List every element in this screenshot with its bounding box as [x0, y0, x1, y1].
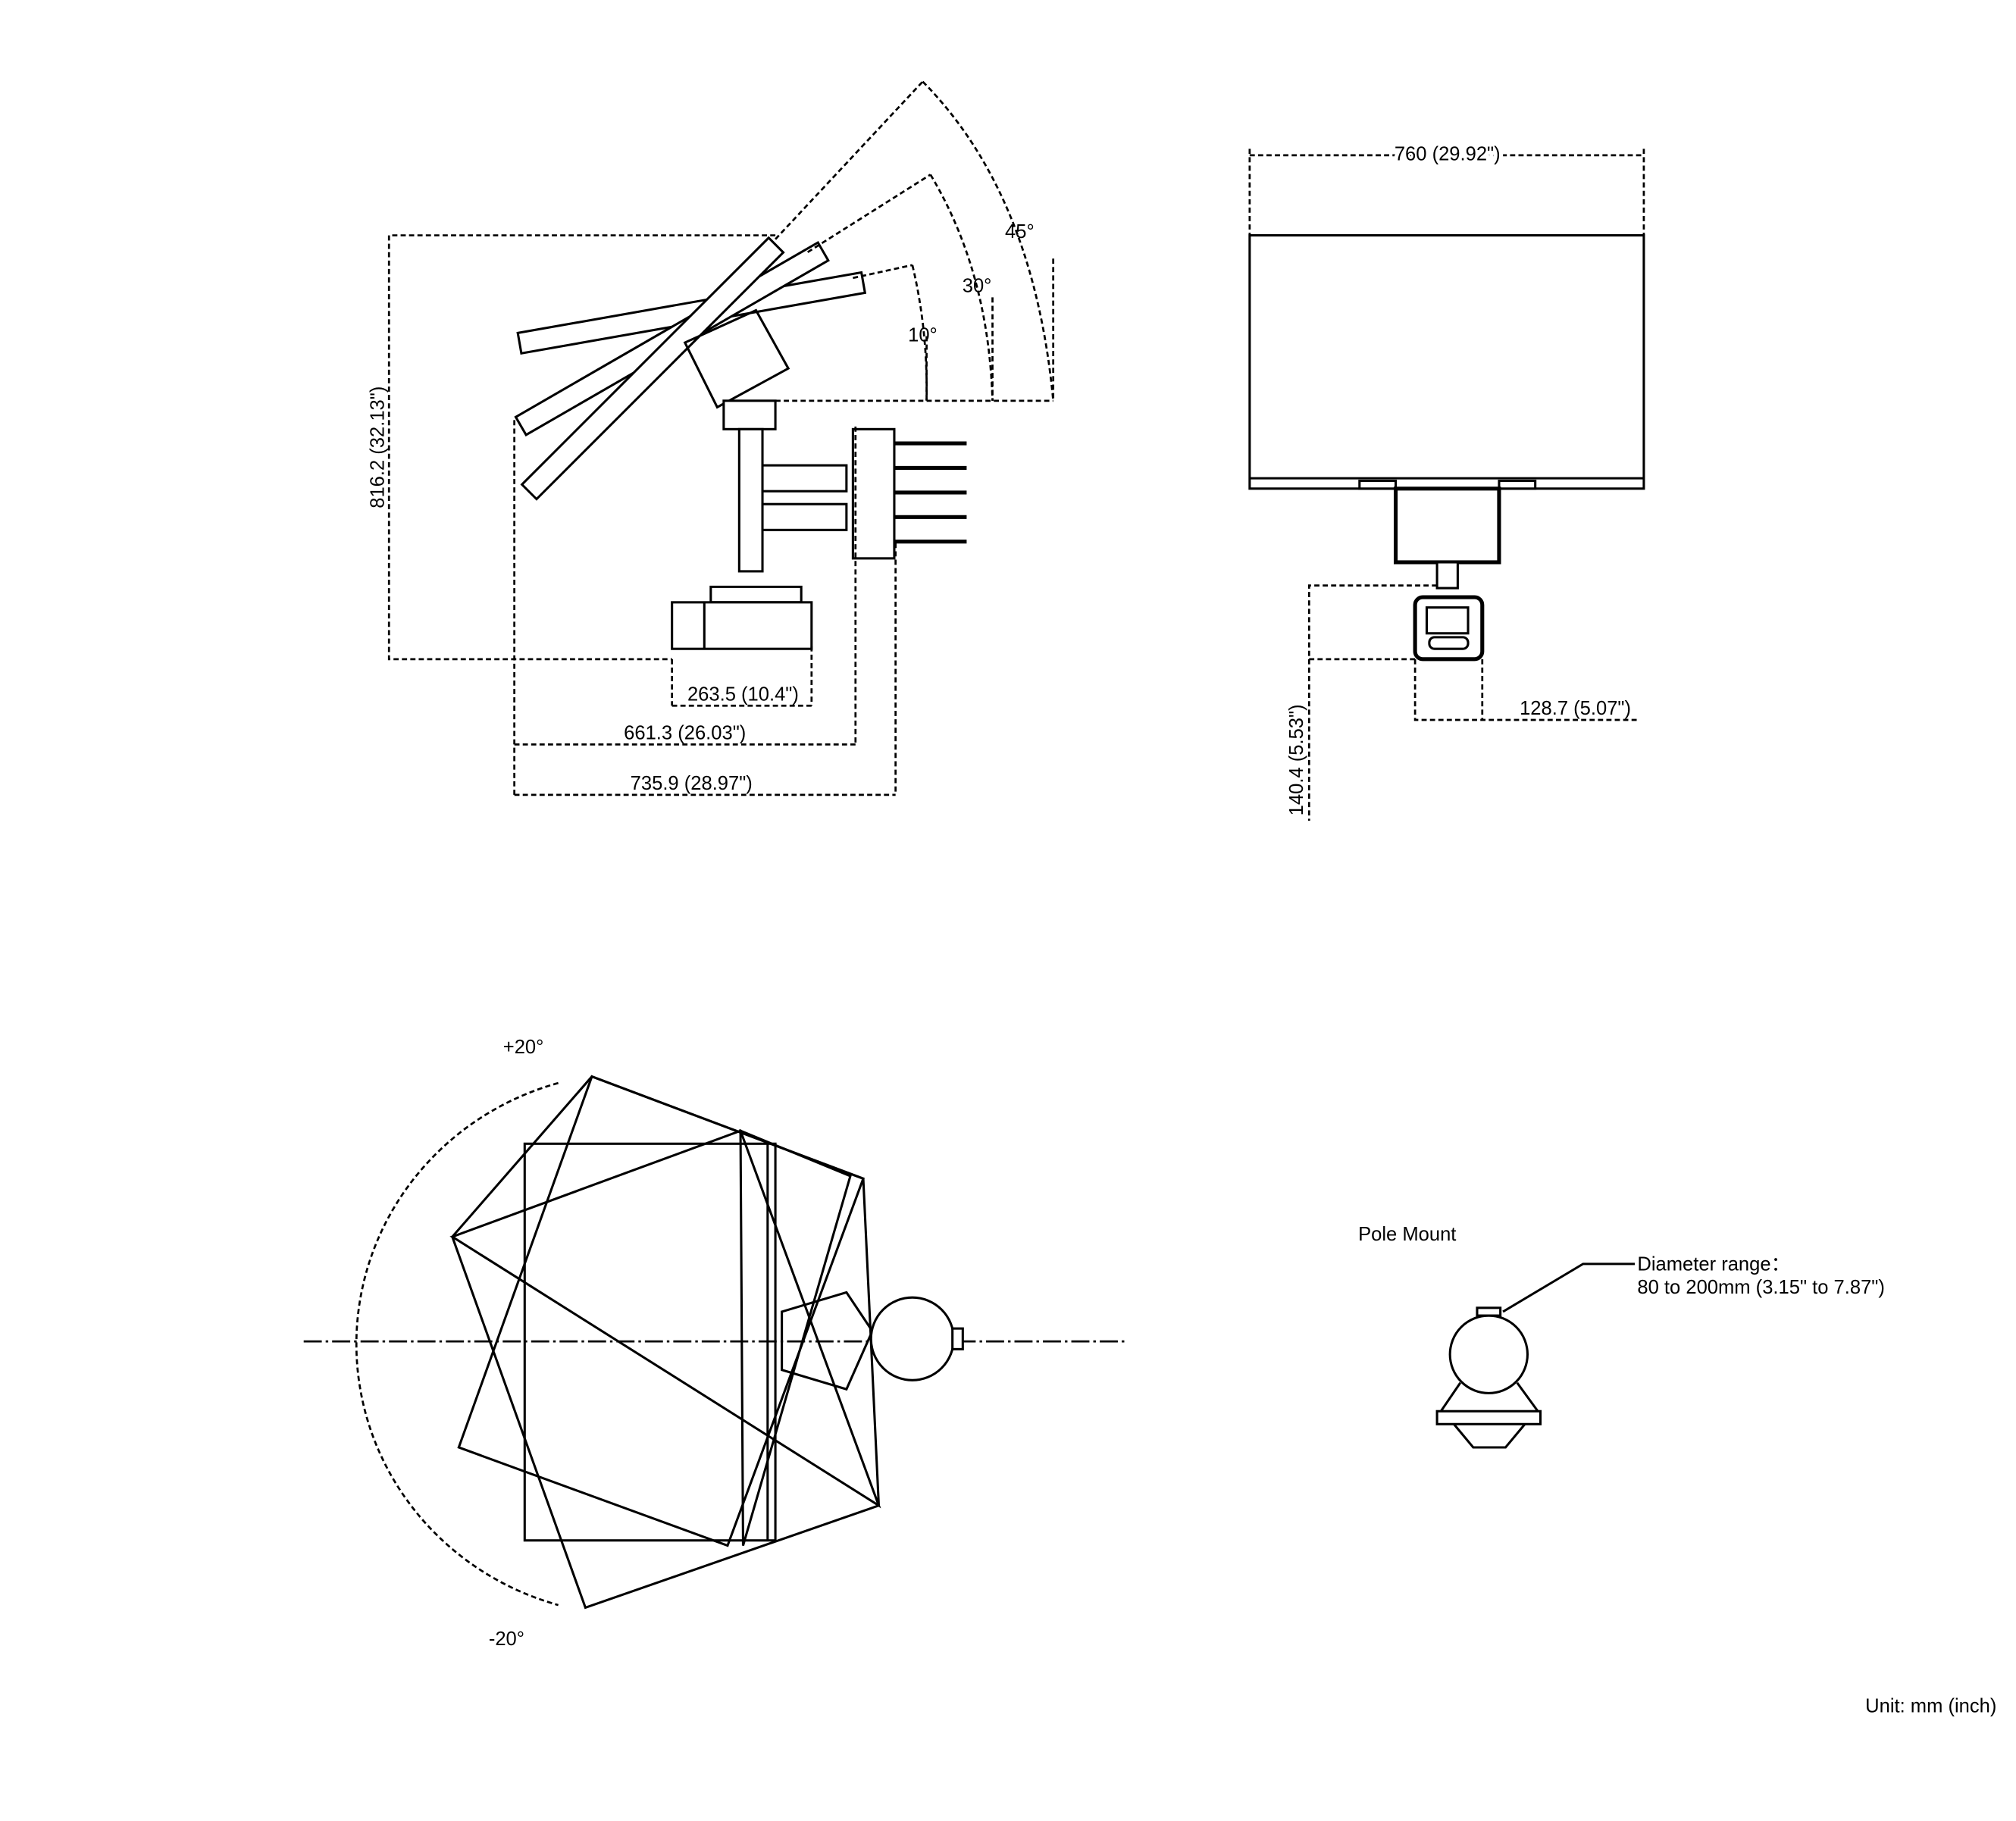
- pole-mount-title: Pole Mount: [1358, 1224, 1456, 1245]
- camera-side: [671, 585, 813, 650]
- side-view: 816.2 (32.13") 263.5 (10.4") 661.3 (26.0…: [367, 80, 1055, 796]
- top-view: +20° -20°: [303, 1037, 1129, 1650]
- depth-dimension-1: 661.3 (26.03"): [624, 723, 746, 744]
- height-dimension: 816.2 (32.13"): [367, 386, 388, 508]
- pan-minus-label: -20°: [489, 1629, 524, 1650]
- diameter-label: Diameter range：: [1637, 1253, 1790, 1275]
- pole-mount: Pole Mount Diameter range： 80 to 200mm (…: [1358, 1224, 1885, 1449]
- width-dimension: 760 (29.92"): [1395, 144, 1501, 165]
- camera-height-dimension: 140.4 (5.53"): [1286, 704, 1307, 815]
- diameter-value: 80 to 200mm (3.15" to 7.87"): [1637, 1277, 1885, 1298]
- tilt-angle-45: 45°: [1005, 221, 1035, 242]
- unit-note: Unit: mm (inch): [1865, 1696, 1996, 1717]
- tilt-angle-10: 10°: [908, 324, 938, 346]
- depth-dimension-2: 735.9 (28.97"): [631, 773, 753, 794]
- front-view: 760 (29.92") 140.4 (5.53") 128.7 (5.07"): [1248, 140, 1645, 821]
- tilt-angle-30: 30°: [963, 276, 992, 297]
- pan-plus-label: +20°: [503, 1037, 544, 1058]
- pole-arm: [737, 427, 967, 573]
- tilt-panels: [514, 236, 867, 501]
- camera-length-dimension: 263.5 (10.4"): [687, 684, 799, 705]
- camera-width-dimension: 128.7 (5.07"): [1520, 698, 1631, 719]
- side-dimension-lines: [387, 80, 1055, 796]
